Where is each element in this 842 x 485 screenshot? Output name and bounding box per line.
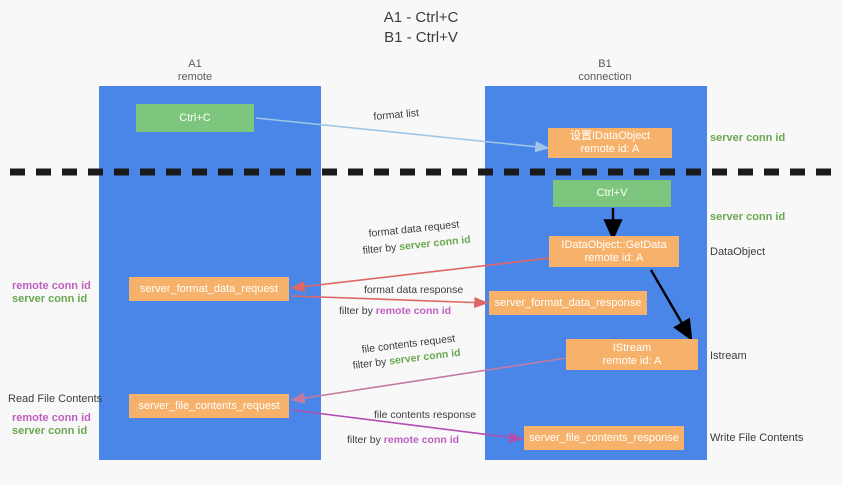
arrow-label-file-contents-response-filter: filter by remote conn id bbox=[347, 434, 459, 447]
node-server-format-data-request-label: server_format_data_request bbox=[139, 282, 279, 295]
node-ctrl-c[interactable]: Ctrl+C bbox=[136, 104, 254, 132]
column-header-a1: A1 remote bbox=[125, 58, 265, 84]
left-label-remote-conn-id-lower: remote conn id bbox=[12, 412, 91, 424]
column-header-b1: B1 connection bbox=[535, 58, 675, 84]
title-line-1: A1 - Ctrl+C bbox=[383, 9, 459, 26]
node-ctrl-c-label: Ctrl+C bbox=[179, 111, 211, 124]
node-getdata-line1: IDataObject::GetData bbox=[561, 238, 667, 251]
node-getdata[interactable]: IDataObject::GetData remote id: A bbox=[549, 236, 679, 267]
left-label-server-conn-id-lower: server conn id bbox=[12, 425, 88, 437]
title-line-2: B1 - Ctrl+V bbox=[384, 29, 458, 46]
filter-prefix-2: filter by bbox=[339, 305, 376, 317]
node-idataobject[interactable]: 设置IDataObject remote id: A bbox=[548, 128, 672, 158]
right-label-dataobject: DataObject bbox=[710, 246, 766, 258]
node-server-file-contents-response[interactable]: server_file_contents_response bbox=[524, 426, 684, 450]
node-ctrl-v-label: Ctrl+V bbox=[596, 187, 628, 199]
arrow-label-format-data-response: format data response bbox=[364, 284, 464, 296]
page-title: A1 - Ctrl+C B1 - Ctrl+V bbox=[0, 8, 842, 48]
arrow-label-format-data-response-filter: filter by remote conn id bbox=[339, 305, 451, 318]
arrow-label-file-contents-response: file contents response bbox=[374, 409, 477, 421]
right-label-write-file-contents: Write File Contents bbox=[710, 432, 804, 444]
column-a1-sub: remote bbox=[177, 71, 213, 83]
filter-prefix-1: filter by bbox=[362, 241, 400, 257]
filter-value-remote-conn-id-1: remote conn id bbox=[375, 305, 452, 317]
node-ctrl-v[interactable]: Ctrl+V bbox=[553, 180, 671, 207]
node-idataobject-line1: 设置IDataObject bbox=[569, 130, 651, 142]
filter-value-remote-conn-id-2: remote conn id bbox=[383, 434, 460, 446]
right-label-server-conn-id-top: server conn id bbox=[710, 132, 786, 144]
left-label-remote-conn-id-upper: remote conn id bbox=[12, 280, 91, 292]
column-a1-name: A1 bbox=[188, 58, 202, 70]
left-label-server-conn-id-upper: server conn id bbox=[12, 293, 88, 305]
node-server-file-contents-response-label: server_file_contents_response bbox=[529, 431, 679, 444]
node-server-file-contents-request[interactable]: server_file_contents_request bbox=[129, 394, 289, 418]
right-label-istream: Istream bbox=[710, 350, 747, 362]
node-istream-line2: remote id: A bbox=[602, 354, 662, 367]
column-b1-sub: connection bbox=[578, 71, 632, 83]
node-server-format-data-request[interactable]: server_format_data_request bbox=[129, 277, 289, 301]
filter-prefix-4: filter by bbox=[347, 434, 384, 446]
node-istream[interactable]: IStream remote id: A bbox=[566, 339, 698, 370]
column-b1-name: B1 bbox=[598, 58, 612, 70]
node-server-file-contents-request-label: server_file_contents_request bbox=[138, 399, 280, 412]
node-istream-line1: IStream bbox=[612, 341, 652, 354]
left-label-read-file-contents: Read File Contents bbox=[8, 393, 103, 405]
node-getdata-line2: remote id: A bbox=[584, 251, 644, 264]
right-label-server-conn-id-mid: server conn id bbox=[710, 211, 786, 223]
node-idataobject-line2: remote id: A bbox=[580, 143, 640, 155]
node-server-format-data-response-label: server_format_data_response bbox=[494, 296, 642, 309]
node-server-format-data-response[interactable]: server_format_data_response bbox=[489, 291, 647, 315]
